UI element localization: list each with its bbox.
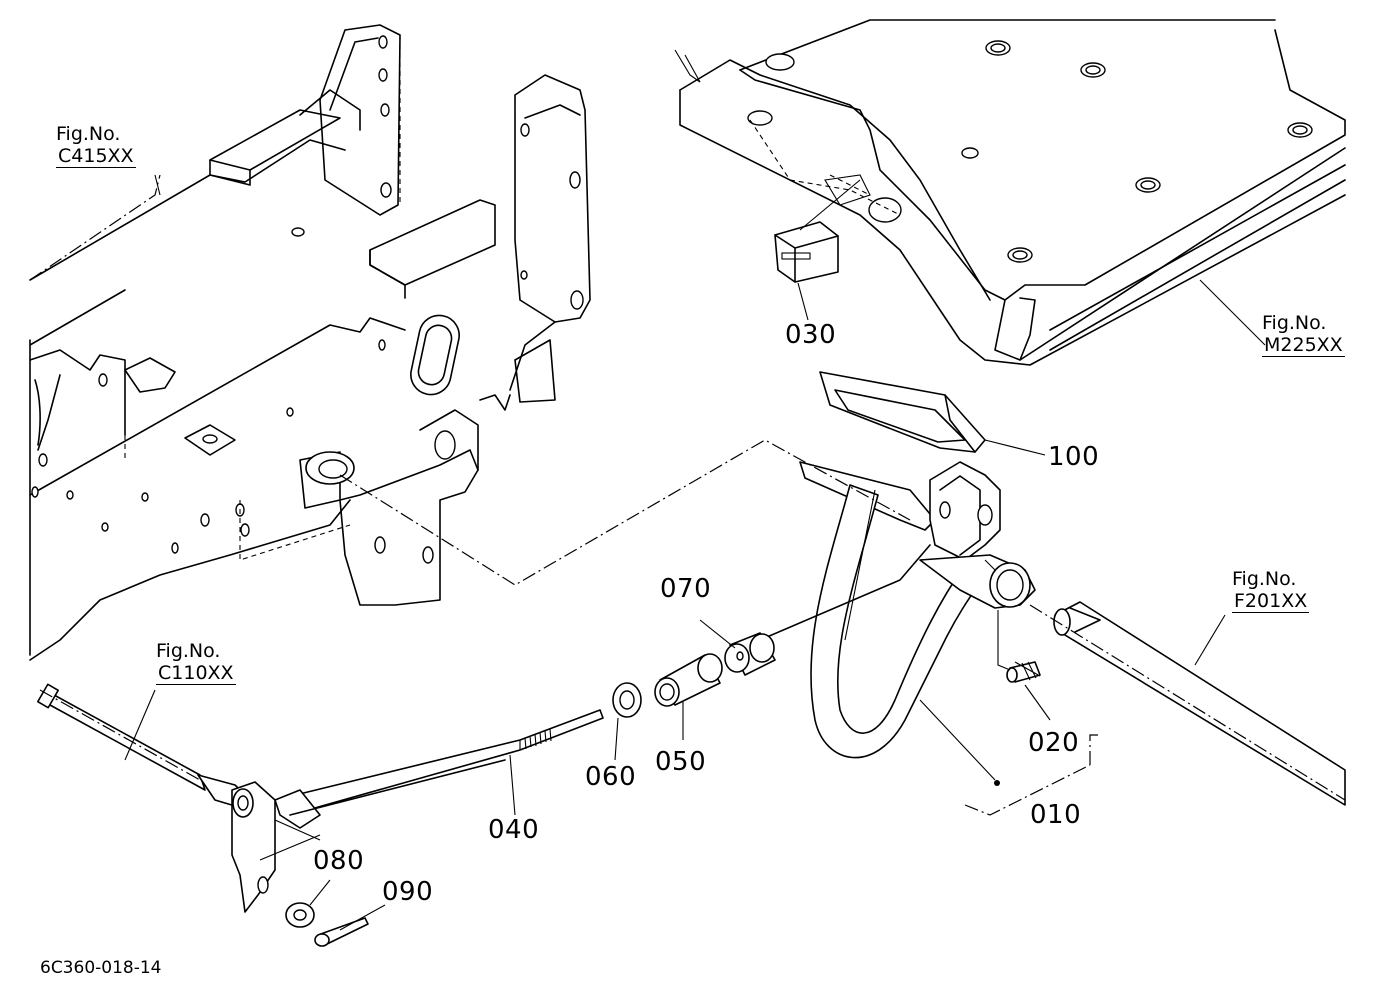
part-040-rod bbox=[274, 709, 604, 829]
part-label-020: 020 bbox=[1028, 728, 1080, 758]
fig-ref-c110xx: Fig.No. C110XX bbox=[156, 640, 236, 685]
part-070-joint bbox=[699, 619, 776, 676]
fig-ref-c415xx: Fig.No. C415XX bbox=[56, 123, 136, 168]
part-label-040: 040 bbox=[488, 815, 540, 845]
part-010-pedal-assembly bbox=[759, 461, 1102, 816]
fig-ref-prefix: Fig.No. bbox=[156, 640, 221, 662]
part-label-030: 030 bbox=[785, 320, 837, 350]
part-label-050: 050 bbox=[655, 747, 707, 777]
fig-ref-prefix: Fig.No. bbox=[1232, 568, 1297, 590]
fig-ref-code: C110XX bbox=[156, 662, 236, 685]
fig-ref-prefix: Fig.No. bbox=[1262, 312, 1327, 334]
part-030-cushion bbox=[774, 179, 861, 321]
part-label-080: 080 bbox=[313, 846, 365, 876]
part-label-070: 070 bbox=[660, 574, 712, 604]
fig-ref-code: F201XX bbox=[1232, 590, 1310, 613]
fig-ref-code: C415XX bbox=[56, 145, 136, 168]
frame-assembly bbox=[29, 24, 591, 661]
part-020-grease-nipple bbox=[997, 610, 1051, 721]
fig-ref-f201xx: Fig.No. F201XX bbox=[1232, 568, 1310, 613]
part-080-washer bbox=[285, 879, 331, 928]
part-label-010: 010 bbox=[1030, 800, 1082, 830]
fig-ref-code: M225XX bbox=[1262, 334, 1345, 357]
brake-lever bbox=[37, 683, 321, 913]
pedal-shaft bbox=[1029, 601, 1346, 806]
part-050-collar bbox=[654, 653, 723, 740]
floor-plate bbox=[674, 19, 1346, 366]
drawing-code: 6C360-018-14 bbox=[40, 958, 162, 978]
part-100-pedal-pad bbox=[819, 371, 1046, 456]
part-label-090: 090 bbox=[382, 877, 434, 907]
fig-ref-m225xx: Fig.No. M225XX bbox=[1262, 312, 1345, 357]
part-090-cotter-pin bbox=[314, 904, 386, 947]
part-label-060: 060 bbox=[585, 762, 637, 792]
part-label-100: 100 bbox=[1048, 442, 1100, 472]
leader-lines bbox=[29, 174, 1266, 761]
fig-ref-prefix: Fig.No. bbox=[56, 123, 121, 145]
part-060-washer bbox=[612, 682, 642, 761]
